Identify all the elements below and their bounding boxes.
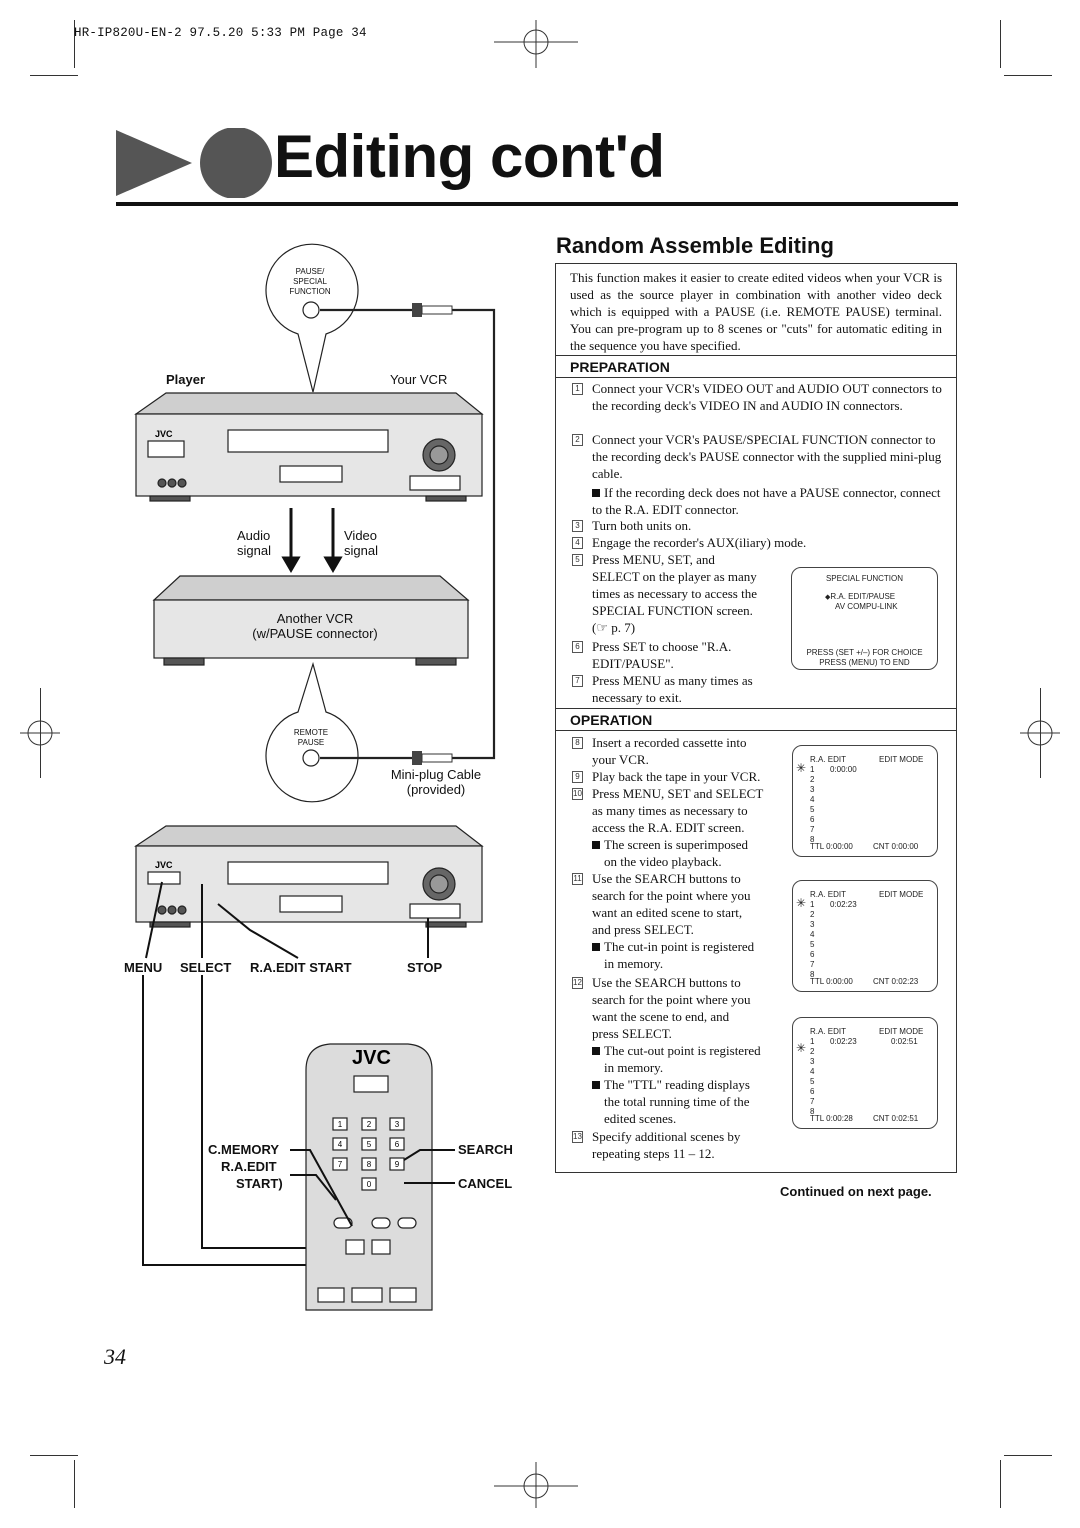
divider [555,377,957,378]
your-vcr-label: Your VCR [390,372,448,387]
prep-step-7: Press MENU as many times as necessary to… [592,673,753,705]
svg-text:1: 1 [338,1120,343,1129]
prep-step-3: Turn both units on. [592,518,692,533]
operation-heading: OPERATION [570,712,653,728]
svg-text:6: 6 [395,1140,400,1149]
page-number: 34 [104,1344,126,1369]
title-rule [116,202,958,206]
instructions-box [555,263,957,1173]
intro-paragraph: This function makes it easier to create … [570,270,942,353]
bullet-icon [592,841,600,849]
step-number: 13 [572,1131,583,1143]
step-number: 2 [572,434,583,446]
title-arrow-icon [116,128,272,198]
cursor-icon: ✳ [796,761,807,775]
stop-button-label: STOP [407,960,443,975]
op-note-11: The cut-in point is registered in memory… [592,938,782,972]
prep-step-1: Connect your VCR's VIDEO OUT and AUDIO O… [592,381,942,413]
step-number: 12 [572,977,583,989]
cable-label: Mini-plug Cable(provided) [390,767,482,797]
special-function-screen: SPECIAL FUNCTION ◆R.A. EDIT/PAUSE AV COM… [791,567,938,670]
section-title: Random Assemble Editing [556,233,834,258]
ra-edit-label: R.A.EDIT [221,1159,277,1174]
special-item-ra-edit: ◆R.A. EDIT/PAUSE [825,592,896,601]
svg-text:3: 3 [395,1120,400,1129]
prep-step-5: Press MENU, SET, and SELECT on the playe… [592,552,757,635]
step-number: 7 [572,675,583,687]
svg-text:0: 0 [367,1180,372,1189]
step-number: 1 [572,383,583,395]
prep-step-2: Connect your VCR's PAUSE/SPECIAL FUNCTIO… [592,432,942,481]
divider [555,730,957,731]
vcr-brand-logo: JVC [155,860,173,870]
cursor-icon: ✳ [796,896,807,910]
divider [555,708,957,709]
prep-note: If the recording deck does not have a PA… [592,485,941,517]
select-button-label: SELECT [180,960,232,975]
step-number: 3 [572,520,583,532]
bullet-icon [592,1047,600,1055]
remote-brand-logo: JVC [352,1047,391,1069]
menu-button-label: MENU [124,960,163,975]
step-number: 11 [572,873,583,885]
search-label: SEARCH [458,1142,513,1157]
op-step-9: Play back the tape in your VCR. [592,769,761,784]
start-label: START) [236,1176,283,1191]
print-header: HR-IP820U-EN-2 97.5.20 5:33 PM Page 34 [74,26,367,40]
svg-text:7: 7 [338,1160,343,1169]
svg-text:2: 2 [367,1120,372,1129]
bullet-icon [592,1081,600,1089]
divider [555,355,957,356]
op-note-10: The screen is superimposed on the video … [592,836,782,870]
cursor-icon: ✳ [796,1041,807,1055]
prep-step-6: Press SET to choose "R.A. EDIT/PAUSE". [592,639,732,671]
connection-diagram: JVC JVC [134,243,496,1311]
svg-text:9: 9 [395,1160,400,1169]
step-number: 10 [572,788,583,800]
svg-text:8: 8 [367,1160,372,1169]
preparation-heading: PREPARATION [570,359,670,375]
op-note-12a: The cut-out point is registered in memor… [592,1042,782,1076]
bullet-icon [592,489,600,497]
step-number: 4 [572,537,583,549]
prep-step-4: Engage the recorder's AUX(iliary) mode. [592,535,807,550]
vcr-brand-logo: JVC [155,429,173,439]
page-title-text: Editing cont'd [274,123,665,190]
cmemory-label: C.MEMORY [208,1142,280,1157]
step-number: 5 [572,554,583,566]
svg-text:4: 4 [338,1140,343,1149]
ra-edit-start-label: R.A.EDIT START [250,960,352,975]
op-note-12b: The "TTL" reading displays the total run… [592,1076,782,1127]
player-label: Player [166,372,206,387]
step-number: 8 [572,737,583,749]
step-number: 6 [572,641,583,653]
svg-text:5: 5 [367,1140,372,1149]
bullet-icon [592,943,600,951]
cancel-label: CANCEL [458,1176,513,1191]
another-vcr-label: Another VCR(w/PAUSE connector) [252,611,378,641]
continued-note: Continued on next page. [780,1184,932,1199]
step-number: 9 [572,771,583,783]
